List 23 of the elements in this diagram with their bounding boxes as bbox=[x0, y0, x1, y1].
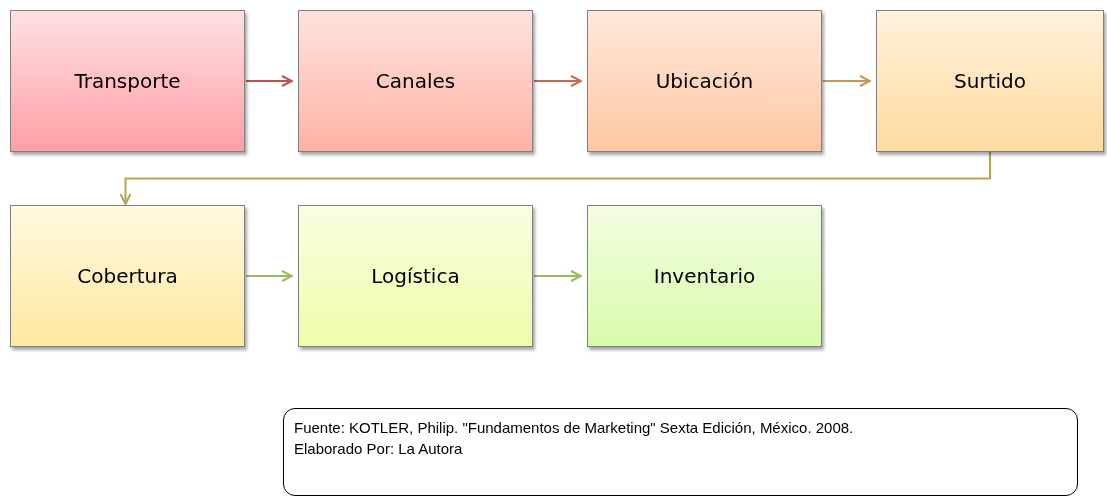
arrow bbox=[533, 75, 582, 87]
box-label: Canales bbox=[375, 69, 456, 93]
source-note-box bbox=[283, 408, 1078, 496]
process-box bbox=[10, 10, 245, 152]
arrow bbox=[245, 270, 293, 282]
box-label: Inventario bbox=[653, 264, 756, 288]
box-label: Transporte bbox=[74, 69, 181, 93]
process-box bbox=[587, 205, 822, 347]
process-box bbox=[876, 10, 1104, 152]
process-box bbox=[10, 205, 245, 347]
arrow bbox=[533, 270, 582, 282]
arrow bbox=[245, 75, 293, 87]
box-label: Ubicación bbox=[655, 69, 754, 93]
arrow bbox=[119, 151, 991, 205]
box-label: Surtido bbox=[954, 69, 1026, 93]
process-box bbox=[298, 205, 533, 347]
arrow bbox=[822, 75, 871, 87]
box-label: Logística bbox=[371, 264, 460, 288]
process-box bbox=[587, 10, 822, 152]
process-box bbox=[298, 10, 533, 152]
note-text: Elaborado Por: La Autora bbox=[294, 439, 463, 459]
note-text: Fuente: KOTLER, Philip. "Fundamentos de Marketing" Sexta Edición, México. 2008. bbox=[294, 418, 854, 438]
box-label: Cobertura bbox=[77, 264, 178, 288]
